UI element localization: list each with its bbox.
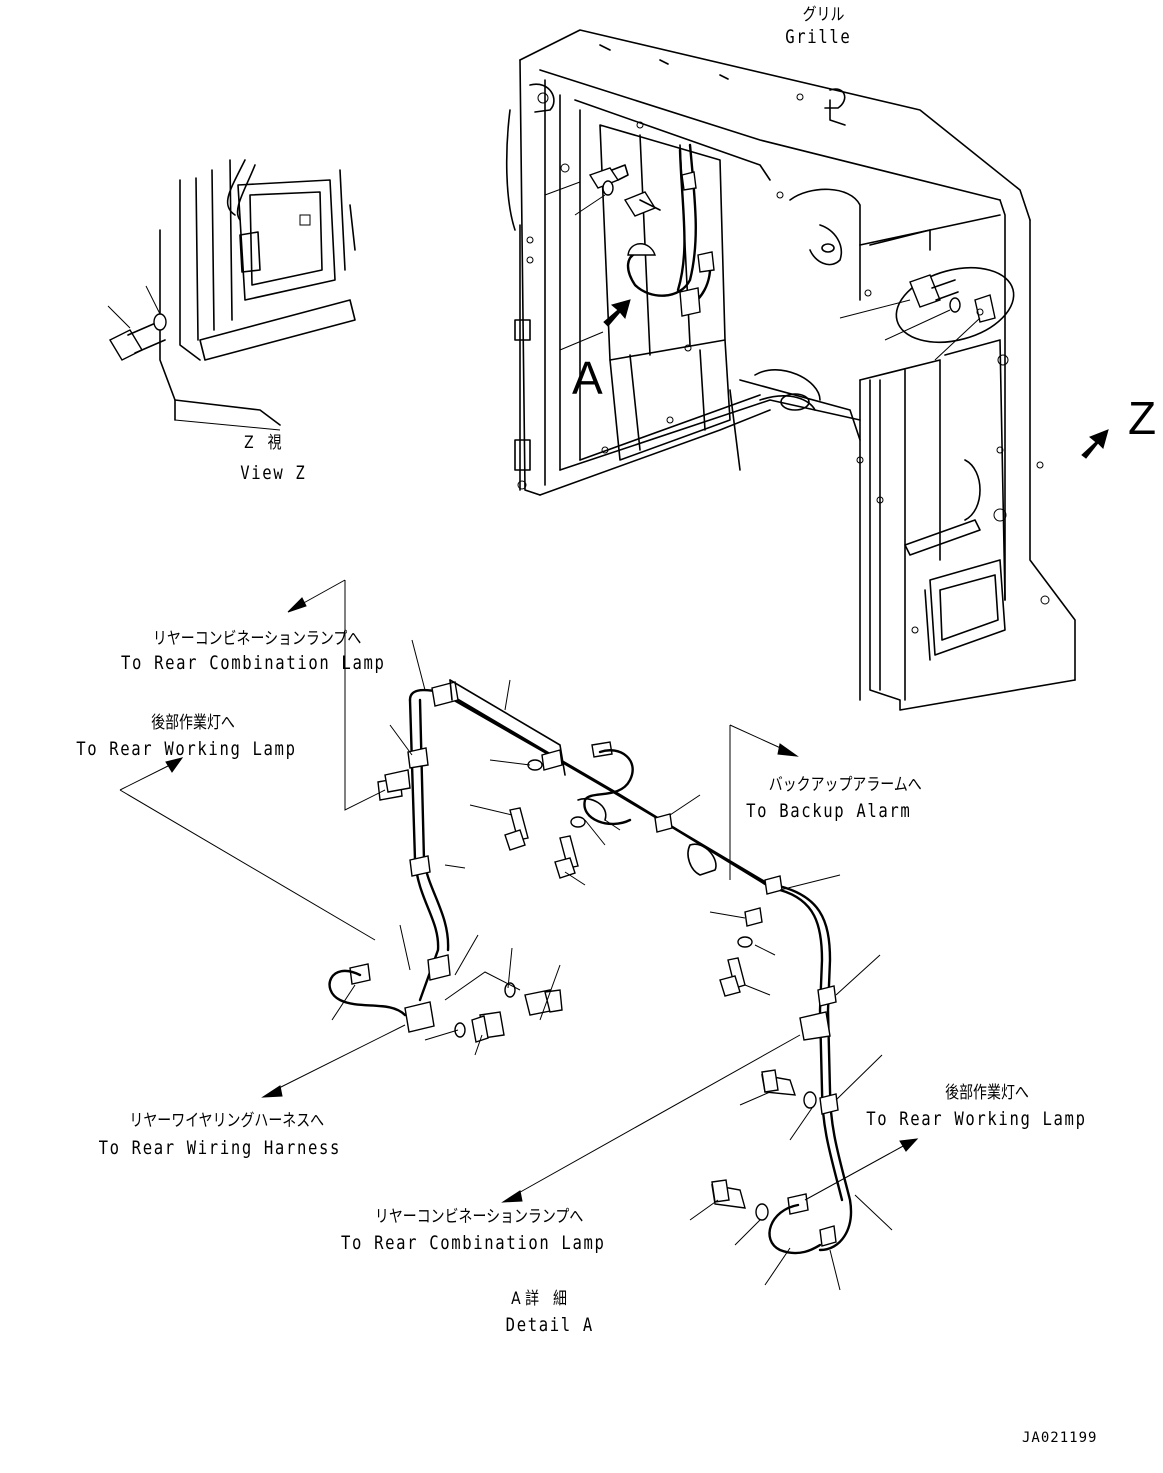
rear-combo-bottom-label-jp: リヤーコンビネーションランプへ	[374, 1207, 584, 1227]
view-z-label-en: View Z	[240, 462, 307, 484]
view-z-label-jp: Z 視	[244, 433, 282, 453]
rear-work-left-label-jp: 後部作業灯へ	[151, 713, 235, 733]
rear-work-right-label-en: To Rear Working Lamp	[866, 1108, 1087, 1130]
rear-combo-bottom-label-en: To Rear Combination Lamp	[341, 1232, 606, 1254]
grille-frame	[505, 29, 1109, 711]
rear-work-right-label-jp: 後部作業灯へ	[945, 1083, 1029, 1103]
arrow-rear-work-right-icon	[899, 1138, 919, 1152]
backup-alarm-label-jp: バックアップアラームへ	[768, 775, 922, 795]
rear-wiring-label-en: To Rear Wiring Harness	[98, 1137, 342, 1159]
detail-a-harness	[119, 579, 919, 1291]
detail-a-label-en: Detail A	[505, 1314, 594, 1336]
arrow-rear-work-left-icon	[165, 757, 184, 773]
arrow-backup-alarm-icon	[777, 743, 799, 757]
backup-alarm-label-en: To Backup Alarm	[746, 800, 912, 822]
grille-label-en: Grille	[785, 26, 852, 48]
arrow-rear-wiring-icon	[261, 1085, 283, 1098]
view-z-inset	[107, 159, 356, 431]
callout-z: Z	[1128, 392, 1157, 444]
callout-a: A	[572, 352, 603, 404]
rear-work-left-label-en: To Rear Working Lamp	[76, 738, 297, 760]
arrow-rear-combo-bottom-icon	[501, 1190, 523, 1203]
detail-a-label-jp: A 詳 細	[511, 1289, 567, 1309]
rear-combo-top-label-jp: リヤーコンビネーションランプへ	[152, 629, 362, 649]
arrow-a-icon	[603, 299, 631, 327]
arrow-rear-combo-top-icon	[287, 597, 307, 613]
grille-label-jp: グリル	[802, 5, 845, 25]
rear-combo-top-label-en: To Rear Combination Lamp	[121, 652, 386, 674]
arrow-z-icon	[1081, 429, 1109, 459]
drawing-number: JA021199	[1022, 1430, 1098, 1446]
rear-wiring-label-jp: リヤーワイヤリングハーネスへ	[129, 1111, 325, 1131]
